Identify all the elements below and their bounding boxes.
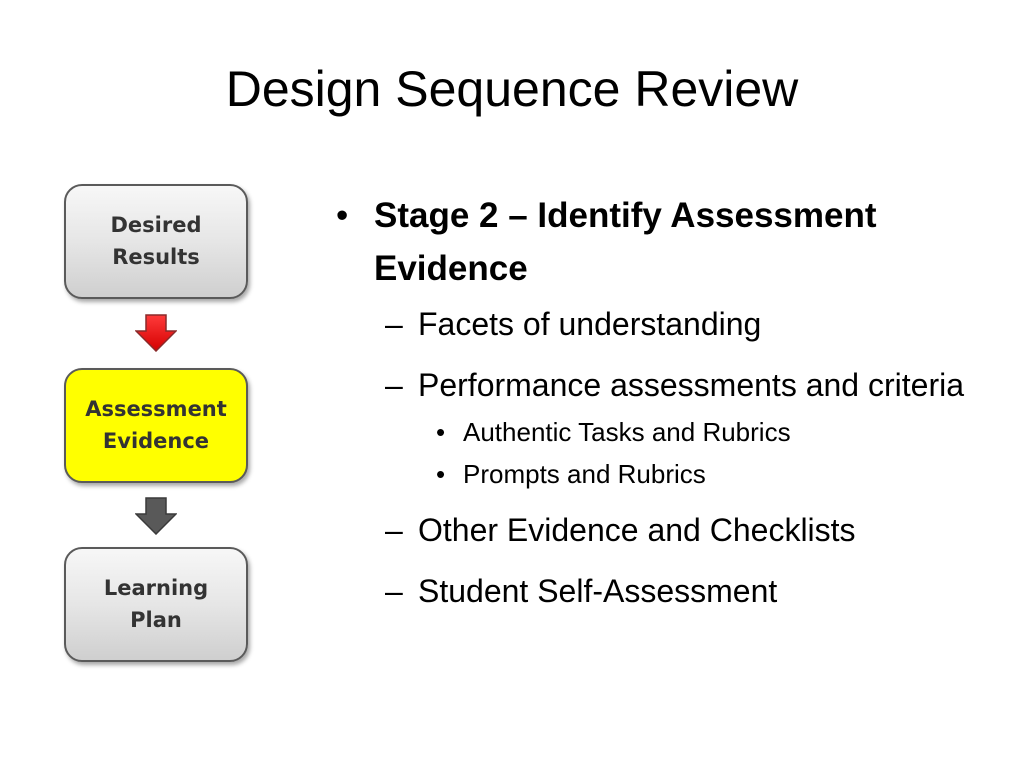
list-item: – Performance assessments and criteria (330, 361, 970, 410)
flow-box-desired-results: Desired Results (64, 184, 248, 299)
dash-glyph: – (385, 366, 403, 403)
flow-box-label-line1: Assessment (85, 397, 227, 421)
flow-box-label-line2: Plan (130, 607, 182, 632)
slide-title: Design Sequence Review (225, 61, 799, 117)
bullet-glyph: • (436, 416, 446, 447)
list-item-text: Facets of understanding (418, 306, 762, 342)
list-item: – Other Evidence and Checklists (330, 506, 970, 555)
list-item-text: Other Evidence and Checklists (418, 511, 856, 548)
dash-glyph: – (385, 511, 403, 548)
sub-list-item-text: Prompts and Rubrics (463, 458, 706, 489)
flow-box-label-line2: Evidence (102, 428, 210, 453)
bullet-stage-heading: • Stage 2 – Identify Assessment Evidence (330, 190, 970, 295)
sub-list-item-text: Authentic Tasks and Rubrics (463, 416, 791, 447)
down-arrow-icon (135, 497, 177, 535)
flow-box-learning-plan: Learning Plan (64, 547, 248, 662)
sub-list-item: • Prompts and Rubrics (330, 455, 970, 494)
flow-box-label-line1: Desired (110, 213, 202, 237)
list-item: – Student Self-Assessment (330, 567, 970, 616)
bullet-glyph: • (436, 458, 446, 489)
flow-box-label-line1: Learning (103, 576, 209, 600)
stage-heading-text: Stage 2 – Identify Assessment Evidence (374, 196, 877, 288)
flow-box-label-line2: Results (112, 244, 200, 269)
list-item: – Facets of understanding (330, 300, 970, 349)
list-item-text: Student Self-Assessment (418, 572, 778, 609)
list-item-text: Performance assessments and criteria (418, 366, 964, 403)
dash-glyph: – (385, 572, 403, 609)
sub-list-item: • Authentic Tasks and Rubrics (330, 413, 970, 452)
down-arrow-icon (135, 314, 177, 352)
flow-box-assessment-evidence: Assessment Evidence (64, 368, 248, 483)
dash-glyph: – (385, 306, 403, 342)
slide-body: • Stage 2 – Identify Assessment Evidence… (330, 190, 970, 616)
bullet-glyph: • (336, 196, 349, 235)
